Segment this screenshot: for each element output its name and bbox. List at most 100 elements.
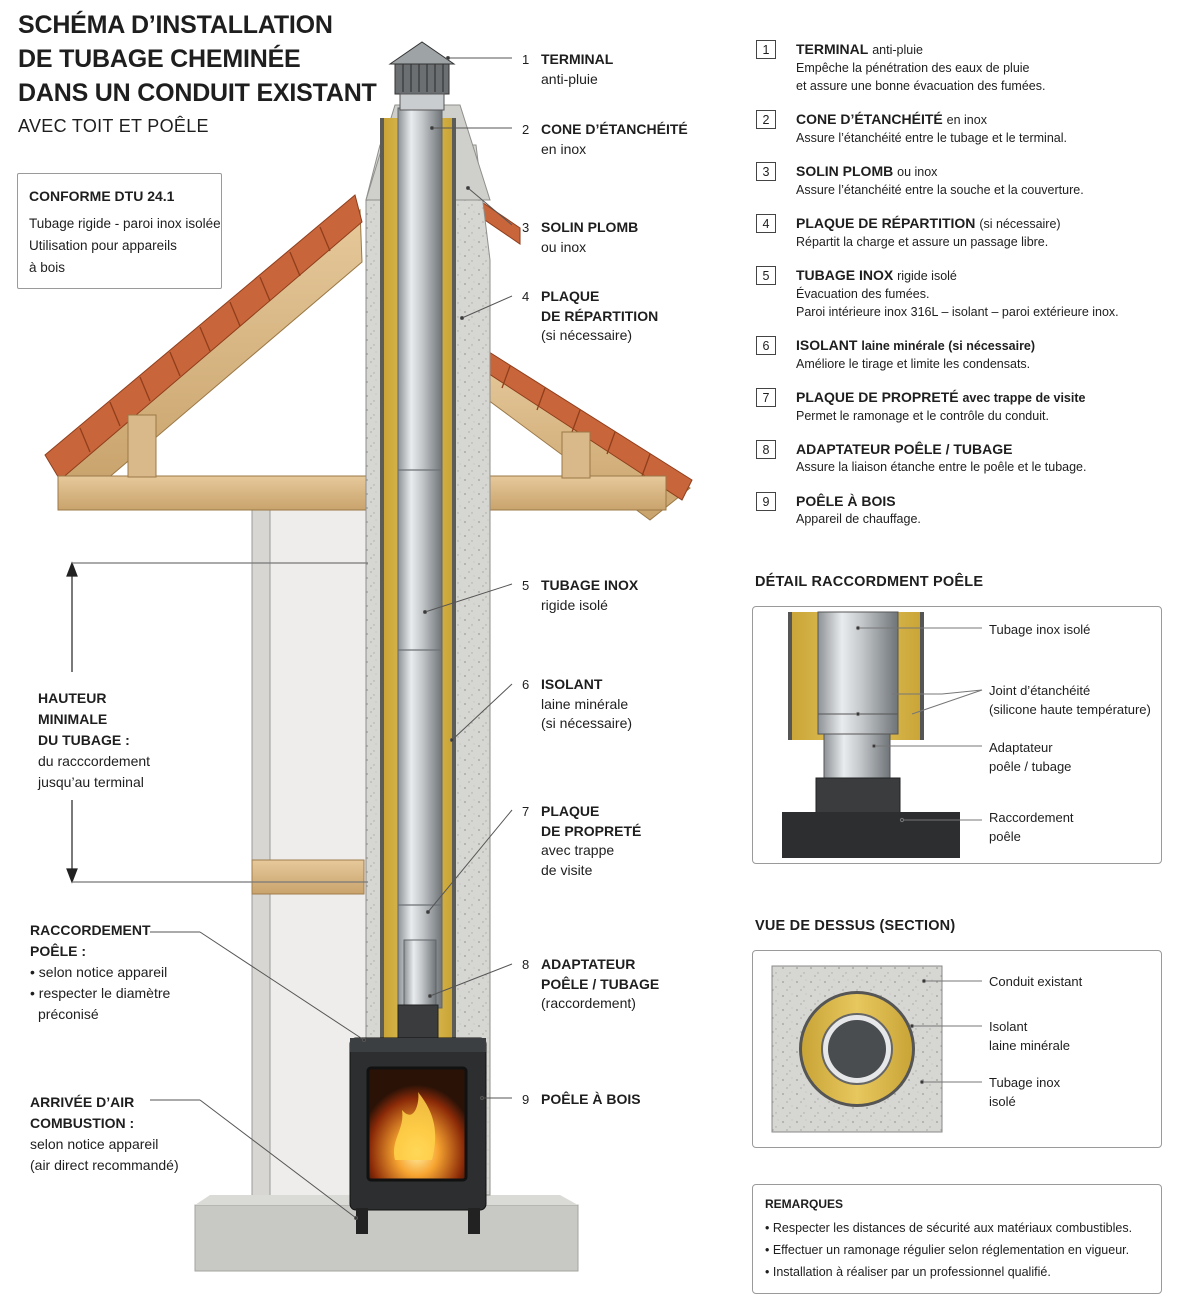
- height-dimension: [66, 561, 368, 884]
- note-text: selon notice appareil: [30, 1136, 159, 1152]
- tile-ridges-right: [501, 365, 651, 477]
- tile-ridges-left: [79, 226, 331, 453]
- callout-text: avec trappe: [541, 842, 615, 858]
- legend-item-5: 5 TUBAGE INOX rigide isolé Évacuation de…: [756, 266, 1176, 321]
- note-title: POÊLE :: [30, 943, 87, 959]
- detail-illustration: [782, 611, 983, 858]
- flame-icon: [393, 1092, 436, 1160]
- detail-label-adaptateur: Adaptateur poêle / tubage: [989, 738, 1071, 776]
- legend-number: 8: [756, 440, 776, 459]
- remarks-heading: REMARQUES: [765, 1197, 844, 1211]
- detail-label-text: poêle / tubage: [989, 759, 1072, 774]
- title-line-1: SCHÉMA D’INSTALLATION: [18, 11, 333, 39]
- stove-leg-left: [356, 1208, 368, 1234]
- legend-desc: Assure l’étanchéité entre la souche et l…: [796, 183, 1084, 197]
- liner-joints: [398, 469, 442, 906]
- callout-title-2: POÊLE / TUBAGE: [541, 975, 660, 992]
- legend-suffix: (si nécessaire): [979, 217, 1061, 231]
- legend-desc: Appareil de chauffage.: [796, 512, 921, 526]
- legend-item-8: 8 ADAPTATEUR POÊLE / TUBAGE Assure la li…: [756, 440, 1176, 476]
- detail-label-tubage: Tubage inox isolé: [989, 620, 1090, 639]
- callout-text: de visite: [541, 861, 593, 878]
- legend-desc: et assure une bonne évacuation des fumée…: [796, 79, 1046, 93]
- callout-title: PLAQUE: [541, 803, 600, 819]
- legend-desc: Améliore le tirage et limite les condens…: [796, 357, 1031, 371]
- legend-title: TERMINAL: [796, 41, 869, 57]
- conduit-inner-wall-left: [380, 118, 384, 1198]
- note-title: RACCORDEMENT: [30, 922, 151, 938]
- title-line-3: DANS UN CONDUIT EXISTANT: [18, 79, 377, 107]
- callout-text: ou inox: [541, 238, 587, 255]
- callout-text: en inox: [541, 140, 587, 157]
- legend-title: TUBAGE INOX: [796, 267, 894, 283]
- dtu-line: à bois: [29, 260, 66, 275]
- legend-suffix: rigide isolé: [897, 269, 957, 283]
- remark-item: • Respecter les distances de sécurité au…: [765, 1221, 1133, 1235]
- legend-suffix: ou inox: [897, 165, 938, 179]
- note-text: (air direct recommandé): [30, 1157, 179, 1173]
- legend-item-2: 2 CONE D’ÉTANCHÉITÉ en inox Assure l’éta…: [756, 110, 1176, 147]
- legend-number: 4: [756, 214, 776, 233]
- callout-text: rigide isolé: [541, 596, 608, 613]
- adapter-pipe: [403, 939, 437, 1011]
- steel-liner: [397, 107, 443, 1009]
- conduit-inner-wall-right: [452, 118, 456, 1198]
- note-title: COMBUSTION :: [30, 1115, 135, 1131]
- callout-leaders: [150, 56, 513, 1220]
- roof-post-left: [127, 414, 157, 478]
- roof-post-right: [561, 431, 591, 479]
- note-raccordement: RACCORDEMENT POÊLE : • selon notice appa…: [30, 920, 170, 1025]
- legend-number: 2: [756, 110, 776, 129]
- note-text: préconisé: [38, 1006, 99, 1022]
- legend-item-6: 6 ISOLANT laine minérale (si nécessaire)…: [756, 336, 1176, 373]
- chimney-illustration: [44, 41, 693, 1272]
- remark-item: • Installation à réaliser par un profess…: [765, 1265, 1051, 1279]
- section-label-text: laine minérale: [989, 1038, 1070, 1053]
- callout-title: TUBAGE INOX: [541, 577, 639, 593]
- callout-title: CONE D’ÉTANCHÉITÉ: [541, 121, 688, 137]
- legend-desc: Assure l’étanchéité entre le tubage et l…: [796, 131, 1067, 145]
- legend-title: SOLIN PLOMB: [796, 163, 894, 179]
- stove-leg-right: [468, 1208, 480, 1234]
- legend-number: 6: [756, 336, 776, 355]
- dtu-box: CONFORME DTU 24.1 Tubage rigide - paroi …: [17, 173, 222, 289]
- note-text: jusqu’au terminal: [38, 774, 144, 790]
- callout-number: 8: [522, 957, 530, 972]
- section-heading: VUE DE DESSUS (SECTION): [755, 918, 956, 934]
- callout-text: (si nécessaire): [541, 715, 633, 731]
- legend-title: ADAPTATEUR POÊLE / TUBAGE: [796, 441, 1013, 457]
- roof-tiles-left: [44, 194, 363, 481]
- section-label-isolant: Isolant laine minérale: [989, 1017, 1070, 1055]
- terminal-cap: [388, 41, 456, 65]
- note-title: HAUTEUR: [38, 690, 107, 706]
- detail-label-text: Adaptateur: [989, 740, 1053, 755]
- callout-title: TERMINAL: [541, 51, 614, 67]
- legend-item-1: 1 TERMINAL anti-pluie Empêche la pénétra…: [756, 40, 1176, 95]
- legend-desc: Assure la liaison étanche entre le poêle…: [796, 460, 1087, 474]
- tie-beam: [57, 475, 667, 511]
- title-line-2: DE TUBAGE CHEMINÉE: [18, 45, 301, 73]
- callout-title: ISOLANT: [541, 676, 603, 692]
- note-text: • respecter le diamètre: [30, 985, 171, 1001]
- callout-number: 1: [522, 52, 530, 67]
- remark-item: • Effectuer un ramonage régulier selon r…: [765, 1243, 1130, 1257]
- callout-number: 7: [522, 804, 530, 819]
- legend-title: PLAQUE DE PROPRETÉ: [796, 389, 959, 405]
- stove-collar: [397, 1004, 439, 1042]
- callout-number: 6: [522, 677, 530, 692]
- section-label-tubage: Tubage inox isolé: [989, 1073, 1060, 1111]
- terminal-body: [394, 61, 450, 95]
- legend-suffix: en inox: [946, 113, 987, 127]
- callout-number: 3: [522, 220, 530, 235]
- legend-desc: Répartit la charge et assure un passage …: [796, 235, 1049, 249]
- section-label-text: Isolant: [989, 1019, 1028, 1034]
- legend-desc: Permet le ramonage et le contrôle du con…: [796, 409, 1049, 423]
- legend-suffix: laine minérale (si nécessaire): [861, 339, 1036, 353]
- ceiling-joist: [251, 859, 365, 895]
